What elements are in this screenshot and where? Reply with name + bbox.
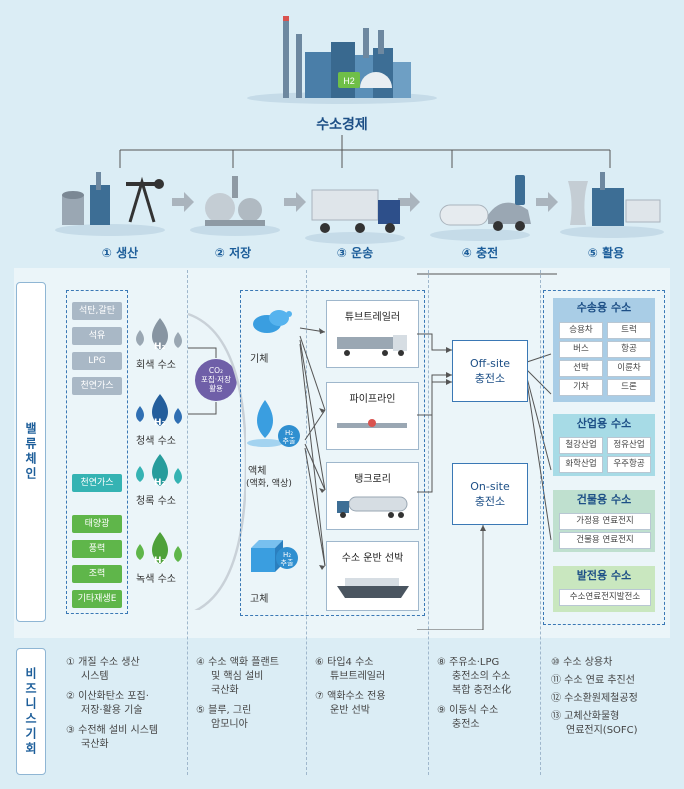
source-tidal: 조력 [72, 565, 122, 583]
stage-label-utilization: ⑤ 활용 [587, 246, 625, 260]
section-tab-business: 비즈니스기회 [16, 648, 46, 775]
storage-solid-label: 고체 [250, 594, 269, 605]
green-hydrogen-label: 녹색 수소 [136, 574, 176, 585]
green-hydrogen-drop-icon [136, 532, 182, 564]
use-fuel-cell-power-plant: 수소연료전지발전소 [559, 589, 651, 606]
transport-tube-trailer: 튜브트레일러 [326, 300, 419, 368]
opportunities-storage: ④ 수소 액화 플랜트 및 핵심 설비 국산화 ⑤ 블루, 그린 암모니아 [196, 657, 279, 730]
transport-pipeline: 파이프라인 [326, 382, 419, 450]
green-h2-symbol: H₂ [154, 556, 166, 566]
use-passenger-car: 승용차 [559, 322, 603, 339]
use-drone: 드론 [607, 379, 651, 396]
stage-label-charging: ④ 충전 [461, 246, 499, 260]
utilization-icon [560, 172, 664, 238]
ship-icon [337, 578, 409, 598]
production-sources-box [66, 290, 128, 614]
liquid-drop-icon [247, 400, 283, 447]
use-ship: 선박 [559, 360, 603, 377]
use-steel: 철강산업 [559, 437, 603, 454]
use-train: 기차 [559, 379, 603, 396]
tube-trailer-icon [337, 335, 407, 356]
turquoise-hydrogen-label: 청록 수소 [136, 496, 176, 507]
blue-h2-symbol: H₂ [154, 418, 166, 428]
utilization-box [543, 290, 665, 625]
use-refinery: 정유산업 [607, 437, 651, 454]
source-coal: 석탄,갈탄 [72, 302, 122, 320]
source-solar: 태양광 [72, 515, 122, 533]
use-truck: 트럭 [607, 322, 651, 339]
transport-icon [305, 189, 405, 244]
use-home-fuel-cell: 가정용 연료전지 [559, 513, 651, 530]
use-chemical: 화학산업 [559, 456, 603, 473]
storage-liquid-sublabel: (액화, 액상) [246, 479, 292, 489]
source-lpg: LPG [72, 352, 122, 370]
turquoise-h2-symbol: H₂ [154, 478, 166, 488]
gray-hydrogen-label: 회색 수소 [136, 360, 176, 371]
source-oil: 석유 [72, 327, 122, 345]
gray-h2-symbol: H₂ [154, 342, 166, 352]
use-aviation: 항공 [607, 341, 651, 358]
stage-arrows [172, 192, 558, 212]
source-natural-gas-turquoise: 천연가스 [72, 474, 122, 492]
gray-hydrogen-drop-icon [136, 318, 182, 350]
blue-hydrogen-drop-icon [136, 394, 182, 426]
storage-forms [247, 310, 326, 572]
source-natural-gas: 천연가스 [72, 377, 122, 395]
use-bus: 버스 [559, 341, 603, 358]
pipeline-icon [337, 419, 407, 428]
blue-hydrogen-label: 청색 수소 [136, 436, 176, 447]
page-title: 수소경제 [316, 117, 368, 133]
stage-label-transport: ③ 운송 [336, 246, 374, 260]
stage-label-production: ① 생산 [101, 246, 139, 260]
charging-arrows [417, 273, 557, 630]
storage-transport-box [240, 290, 425, 616]
opportunities-production: ① 개질 수소 생산 시스템 ② 이산화탄소 포집· 저장·활용 기술 ③ 수전… [66, 657, 159, 750]
opportunities-charging: ⑧ 주유소·LPG 충전소의 수소 복합 충전소化 ⑨ 이동식 수소 충전소 [437, 657, 512, 730]
use-motorcycle: 이륜차 [607, 360, 651, 377]
source-other-renewable: 기타재생E [72, 590, 122, 608]
gas-cloud-icon [253, 310, 292, 333]
co2-capture-icon [195, 359, 237, 401]
storage-gas-label: 기체 [250, 354, 269, 365]
storage-icon [190, 176, 280, 236]
storage-liquid-label: 액체 [248, 466, 267, 477]
svg-text:H2: H2 [343, 76, 355, 86]
opportunities-utilization: ⑩ 수소 상용차 ⑪ 수소 연료 추진선 ⑫ 수소환원제철공정 ⑬ 고체산화물형… [551, 657, 638, 736]
tank-lorry-icon [337, 496, 408, 518]
header-illustration: H2 [55, 16, 664, 244]
transport-ship: 수소 운반 선박 [326, 541, 419, 611]
use-building-fuel-cell: 건물용 연료전지 [559, 532, 651, 549]
factory-icon: H2 [247, 16, 437, 104]
co2-capture-label: CO₂ 포집·저장 활용 [201, 366, 231, 393]
turquoise-hydrogen-drop-icon [136, 454, 182, 486]
hydrogen-drops [136, 312, 246, 610]
production-icon [55, 172, 165, 236]
opportunities-transport: ⑥ 타입4 수소 튜브트레일러 ⑦ 액화수소 전용 운반 선박 [315, 657, 386, 716]
use-aerospace: 우주항공 [607, 456, 651, 473]
section-tab-value-chain: 밸류체인 [16, 282, 46, 622]
transport-tank-lorry: 탱크로리 [326, 462, 419, 530]
charging-icon [430, 175, 531, 241]
stage-label-storage: ② 저장 [214, 246, 252, 260]
source-wind: 풍력 [72, 540, 122, 558]
